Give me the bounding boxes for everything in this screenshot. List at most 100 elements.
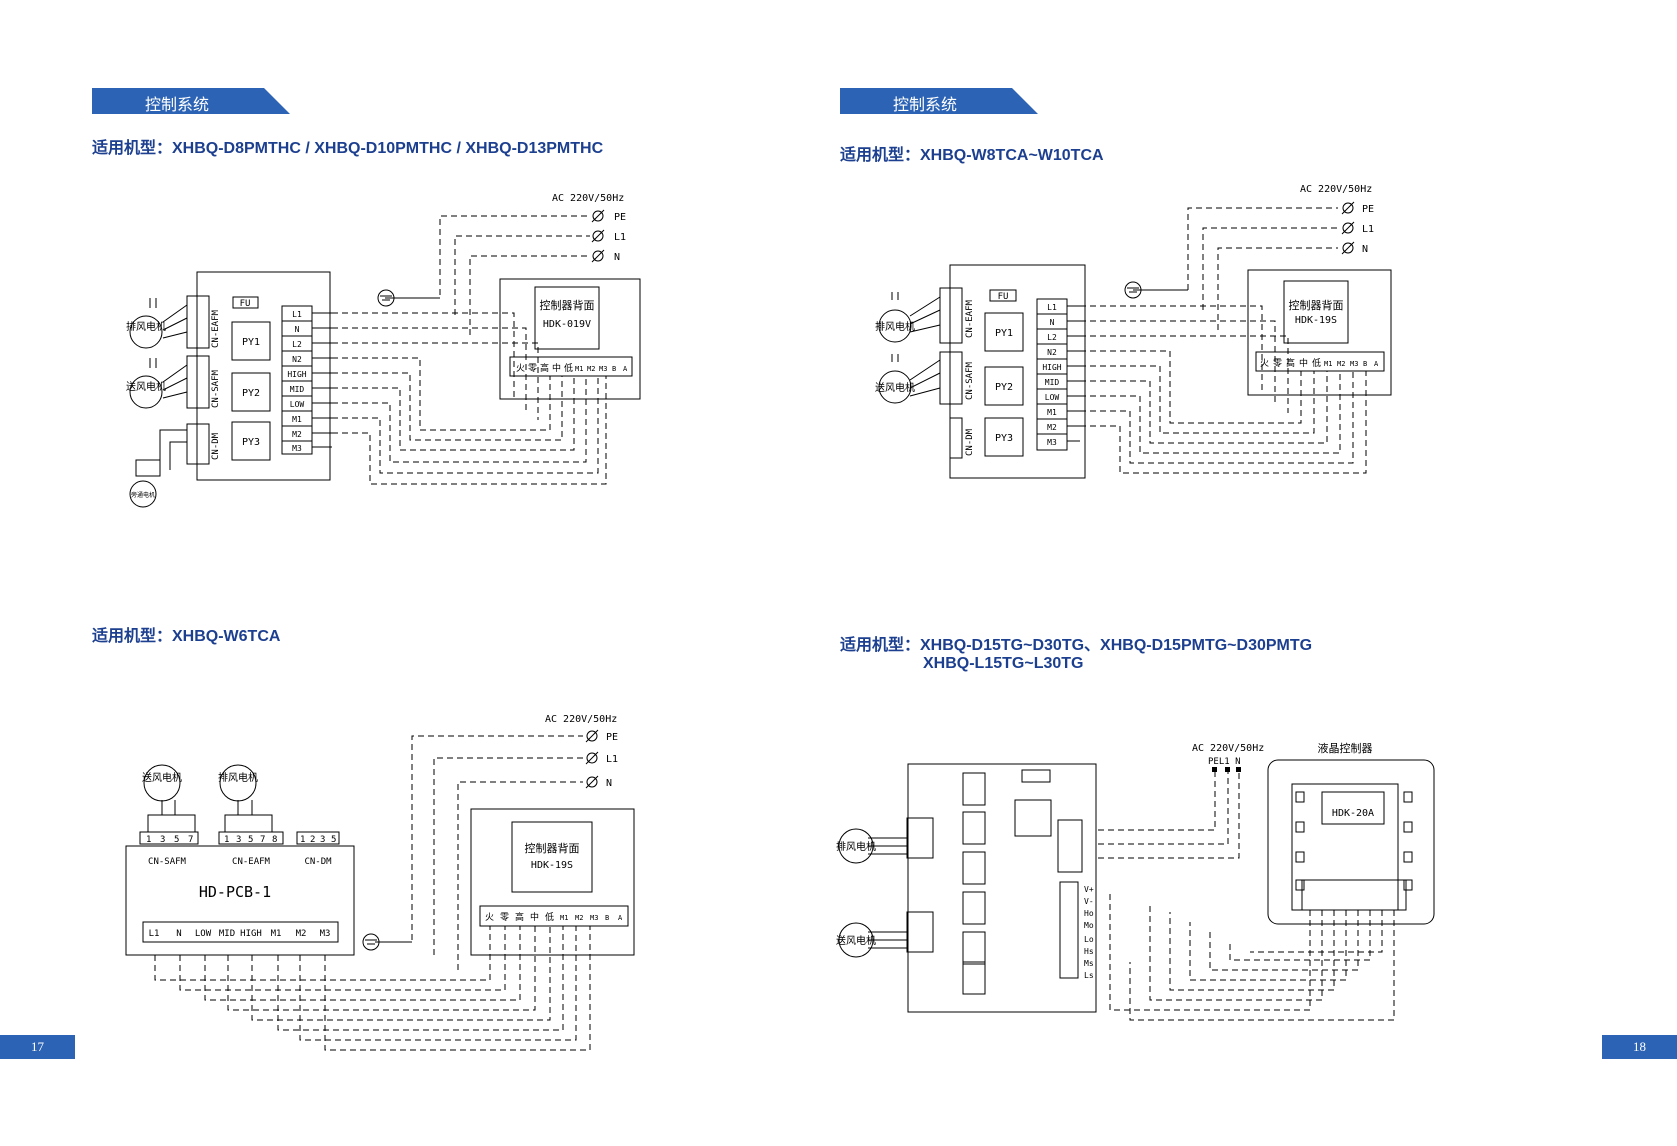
svg-text:1: 1 xyxy=(146,835,151,845)
pcb-board xyxy=(949,264,1086,479)
ground-symbol xyxy=(377,289,395,307)
exhaust-motor-label: 排风电机 xyxy=(836,840,876,853)
svg-text:LOW: LOW xyxy=(195,929,212,939)
exhaust-motor-label: 排风电机 xyxy=(218,771,258,784)
exhaust-motor-label: 排风电机 xyxy=(875,320,915,333)
power-term-pe: PE xyxy=(614,212,626,223)
connector-dm: CN-DM xyxy=(965,428,975,456)
right-page-number: 18 xyxy=(1602,1035,1677,1059)
lcd-display xyxy=(1321,791,1385,825)
power-wiring xyxy=(1098,772,1240,859)
relay-py1: PY1 xyxy=(242,337,260,348)
svg-text:V+: V+ xyxy=(1084,885,1094,894)
svg-text:M1: M1 xyxy=(575,365,583,373)
svg-text:LOW: LOW xyxy=(290,400,305,409)
terminal-block: L1 N L2 N2 HIGH MID LOW M1 M2 M3 xyxy=(281,305,332,455)
svg-text:B: B xyxy=(605,914,609,922)
svg-text:5: 5 xyxy=(248,835,253,845)
relay-py2: PY2 xyxy=(995,382,1013,393)
svg-text:零: 零 xyxy=(1273,358,1282,369)
pin-headers xyxy=(939,287,963,459)
svg-text:Hs: Hs xyxy=(1084,947,1094,956)
svg-text:中: 中 xyxy=(1299,357,1308,369)
pin-headers xyxy=(906,817,934,953)
svg-text:N2: N2 xyxy=(292,355,302,364)
power-term-l1: L1 xyxy=(606,754,618,765)
motor-wiring xyxy=(868,837,907,949)
supply-motor-label: 送风电机 xyxy=(836,934,876,947)
controller-wiring xyxy=(332,312,607,485)
svg-text:低: 低 xyxy=(564,362,573,374)
exhaust-motor-icon xyxy=(838,828,874,864)
connector-safm: CN-SAFM xyxy=(211,369,221,408)
svg-text:1: 1 xyxy=(300,835,305,845)
signal-terminal-block xyxy=(1059,881,1079,979)
power-label: AC 220V/50Hz xyxy=(1300,184,1372,195)
svg-text:A: A xyxy=(623,365,628,373)
pcb-terminal-labels: V+ V- Ho Mo Lo Hs Ms Ls xyxy=(1084,885,1094,980)
pin-headers xyxy=(186,295,210,465)
right-banner-text: 控制系统 xyxy=(892,95,957,114)
connector-safm: CN-SAFM xyxy=(148,857,187,867)
svg-text:MID: MID xyxy=(1045,378,1060,387)
motor-wiring xyxy=(891,292,941,397)
svg-text:L1: L1 xyxy=(1047,303,1057,312)
svg-text:N: N xyxy=(295,325,300,334)
svg-text:Ho: Ho xyxy=(1084,909,1094,918)
svg-text:M2: M2 xyxy=(292,430,302,439)
svg-text:M3: M3 xyxy=(320,929,331,939)
power-label: AC 220V/50Hz xyxy=(545,714,617,725)
svg-text:B: B xyxy=(1363,360,1367,368)
controller-model: HDK-19S xyxy=(531,860,573,871)
svg-text:5: 5 xyxy=(331,835,336,845)
svg-text:中: 中 xyxy=(530,911,539,923)
power-term-pe: PE xyxy=(1362,204,1374,215)
controller-box xyxy=(1247,269,1392,396)
bypass-motor-label: 旁通电机 xyxy=(131,491,155,499)
left-model-label-2: 适用机型：XHBQ-W6TCA xyxy=(92,628,281,645)
svg-text:MID: MID xyxy=(219,929,235,939)
svg-text:M1: M1 xyxy=(1047,408,1057,417)
svg-text:N2: N2 xyxy=(1047,348,1057,357)
controller-title: 控制器背面 xyxy=(1289,298,1344,312)
svg-text:Lo: Lo xyxy=(1084,935,1094,944)
right-section-banner: 控制系统 xyxy=(840,88,1040,114)
svg-text:8: 8 xyxy=(272,835,277,845)
controller-model: HDK-019V xyxy=(543,319,591,330)
svg-text:Mo: Mo xyxy=(1084,921,1094,930)
relay-py2: PY2 xyxy=(242,388,260,399)
svg-text:3: 3 xyxy=(160,835,165,845)
left-section-banner: 控制系统 xyxy=(92,88,292,114)
connector-dm: CN-DM xyxy=(304,857,332,867)
svg-text:M3: M3 xyxy=(1350,360,1358,368)
svg-text:Ls: Ls xyxy=(1084,971,1094,980)
svg-text:M1: M1 xyxy=(292,415,302,424)
controller-title: 控制器背面 xyxy=(525,841,580,855)
controller-box xyxy=(499,278,641,400)
svg-text:1: 1 xyxy=(224,835,229,845)
controller-terminal-strip: 火 零 高 中 低 M1 M2 M3 B A xyxy=(1255,351,1385,372)
svg-text:火: 火 xyxy=(485,912,494,923)
right-model-label-2-line1: 适用机型：XHBQ-D15TG~D30TG、XHBQ-D15PMTG~D30PM… xyxy=(840,637,1313,654)
svg-text:HIGH: HIGH xyxy=(287,370,306,379)
svg-text:3: 3 xyxy=(236,835,241,845)
svg-text:5: 5 xyxy=(174,835,179,845)
lcd-model: HDK-20A xyxy=(1332,808,1374,819)
lcd-terminal-strip xyxy=(1301,879,1407,911)
svg-text:Ms: Ms xyxy=(1084,959,1094,968)
svg-text:M2: M2 xyxy=(587,365,595,373)
supply-motor-icon xyxy=(838,922,874,958)
left-model-label-1: 适用机型：XHBQ-D8PMTHC / XHBQ-D10PMTHC / XHBQ… xyxy=(92,140,604,157)
exhaust-motor-icon xyxy=(129,315,163,349)
relay-py1: PY1 xyxy=(995,328,1013,339)
exhaust-motor-icon xyxy=(878,309,912,343)
lcd-controller-box xyxy=(1267,759,1435,925)
power-terminal-symbols xyxy=(1341,201,1355,255)
power-term-l1: L1 xyxy=(1362,224,1374,235)
svg-text:M1: M1 xyxy=(271,929,282,939)
power-label: AC 220V/50Hz xyxy=(552,193,624,204)
terminal-block: L1 N L2 N2 HIGH MID LOW M1 M2 M3 xyxy=(1036,298,1080,451)
relay-blocks: PY1 PY2 PY3 xyxy=(984,312,1024,457)
